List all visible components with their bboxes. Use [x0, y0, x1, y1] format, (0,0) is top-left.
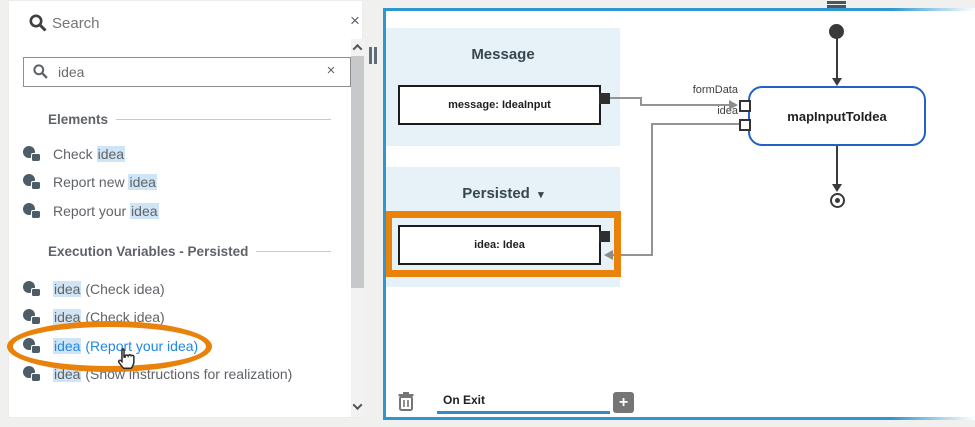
connector-segment [613, 254, 653, 256]
panel-title: Search [52, 15, 100, 32]
divider [256, 251, 331, 252]
idea-port-label: idea [717, 105, 738, 117]
list-item-report-new-idea[interactable]: Report new idea [23, 172, 323, 192]
list-item-label: idea (Check idea) [53, 281, 165, 297]
chevron-down-icon [352, 399, 363, 410]
formdata-port-label: formData [692, 84, 738, 96]
panel-drag-handle[interactable] [827, 1, 846, 8]
connector-segment [610, 97, 642, 99]
idea-output-port[interactable] [599, 231, 610, 242]
scrollbar-thumb[interactable] [351, 56, 364, 288]
message-group-title: Message [471, 46, 535, 63]
flow-arrowhead [832, 78, 842, 86]
section-title: Execution Variables - Persisted [48, 244, 249, 259]
annotation-ellipse [7, 321, 212, 372]
chevron-up-icon [352, 43, 363, 54]
variable-icon [23, 366, 43, 382]
connector-arrowhead [604, 250, 613, 260]
end-node[interactable] [830, 193, 845, 208]
list-item-report-your-idea[interactable]: Report your idea [23, 201, 323, 221]
element-icon [23, 174, 43, 190]
close-icon[interactable]: × [350, 11, 360, 30]
section-title: Elements [48, 112, 109, 127]
element-icon [23, 203, 43, 219]
node-formdata-port[interactable] [739, 100, 751, 112]
panel-border [383, 8, 975, 11]
section-header-elements: Elements [48, 112, 331, 127]
tab-on-exit[interactable]: On Exit [443, 393, 486, 407]
clear-search-icon[interactable]: × [326, 62, 336, 79]
search-input-value: idea [58, 64, 85, 80]
flow-line [836, 146, 838, 184]
idea-variable-box[interactable]: idea: Idea [398, 225, 601, 265]
panel-resize-handle[interactable] [369, 47, 378, 64]
connector-segment [651, 123, 653, 256]
add-button[interactable]: + [613, 392, 634, 413]
search-input-icon [33, 64, 48, 79]
message-variable-box[interactable]: message: IdeaInput [398, 85, 601, 125]
variable-icon [23, 309, 43, 325]
connector-segment [640, 97, 642, 106]
list-item-check-idea[interactable]: Check idea [23, 144, 323, 164]
map-input-to-idea-node[interactable]: mapInputToIdea [748, 86, 926, 146]
chevron-down-icon: ▾ [538, 189, 544, 201]
panel-border [383, 417, 975, 420]
element-icon [23, 146, 43, 162]
section-header-execution-variables: Execution Variables - Persisted [48, 244, 331, 259]
scroll-down-button[interactable] [351, 399, 364, 413]
list-item-idea-check-1[interactable]: idea (Check idea) [23, 279, 323, 299]
start-node[interactable] [829, 24, 844, 39]
connector-segment [651, 123, 740, 125]
connector-arrowhead [729, 100, 738, 110]
flow-line [836, 38, 838, 80]
persisted-group-title[interactable]: Persisted ▾ [462, 185, 544, 202]
search-icon [29, 14, 47, 32]
flow-arrowhead [832, 184, 842, 192]
annotation-highlight-box [385, 211, 621, 277]
list-item-label: Report your idea [53, 203, 159, 219]
search-input[interactable] [23, 57, 351, 87]
divider [116, 119, 331, 120]
node-idea-port[interactable] [739, 119, 751, 131]
tab-active-indicator [437, 411, 610, 414]
panel-border [383, 8, 386, 420]
trash-icon[interactable] [397, 392, 415, 411]
variable-icon [23, 281, 43, 297]
connector-segment [640, 104, 730, 106]
cursor-pointer-icon [117, 348, 135, 370]
message-output-port[interactable] [599, 93, 610, 104]
list-item-label: Check idea [53, 146, 126, 162]
scroll-up-button[interactable] [351, 40, 364, 54]
list-item-label: Report new idea [53, 174, 157, 190]
